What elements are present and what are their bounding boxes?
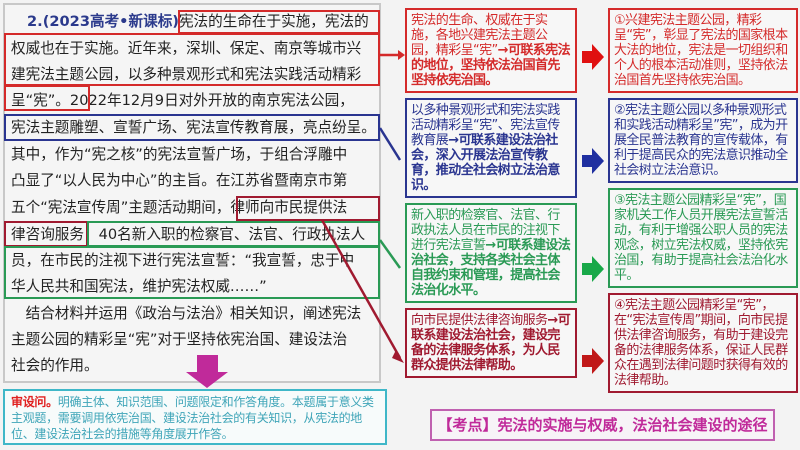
passage-line: 凸显了“以人民为中心”的主旨。在江苏省暨南京市第 xyxy=(11,172,348,189)
right-arrow-icon xyxy=(582,348,604,374)
analysis-bold: →可联系建设法治社会，支持各类社会主体自我约束和管理，提高社会法治化水平。 xyxy=(411,238,571,298)
answer-box-1: ①兴建宪法主题公园，精彩呈“宪”，彰显了宪法的国家根本大法的地位，宪法是一切组织… xyxy=(608,8,798,93)
hint-lead: 审设问。 xyxy=(11,395,58,409)
passage-line: 律咨询服务；40名新入职的检察官、法官、行政执法人 xyxy=(11,226,366,243)
answer-box-2: ②宪法主题公园以多种景观形式和实践活动精彩呈”宪”，成为开展全民普法教育的宣传载… xyxy=(608,98,798,183)
passage-line: 社会的作用。 xyxy=(11,357,99,374)
key-point-box: 【考点】宪法的实施与权威，法治社会建设的途径 xyxy=(430,409,775,441)
analysis-bold: →可联系建设法治社会，建设完备的法律服务体系，为人民群众提供法律帮助。 xyxy=(411,313,571,373)
passage-line: 员，在市民的注视下进行宪法宣誓：“我宣誓，忠于中 xyxy=(11,252,355,269)
analysis-bold: →可联系宪法的地位，坚持依法治国首先坚持依宪治国。 xyxy=(411,43,571,88)
question-number: 2.(2023高考•新课标) xyxy=(27,13,179,30)
question-passage: 2.(2023高考•新课标)宪法的生命在于实施，宪法的 权威也在于实施。近年来，… xyxy=(3,3,381,383)
passage-line: 权威也在于实施。近年来，深圳、保定、南京等城市兴 xyxy=(11,40,362,57)
passage-line: 宪法主题雕塑、宣誓广场、宪法宣传教育展，亮点纷呈。 xyxy=(11,119,376,136)
passage-line: 建宪法主题公园，以多种景观形式和宪法实践活动精彩 xyxy=(11,66,362,83)
analysis-box-3: 新入职的检察官、法官、行政执法人员在市民的注视下进行宪法宣誓→可联系建设法治社会… xyxy=(405,203,577,303)
right-arrow-icon xyxy=(582,44,604,70)
analysis-bold: →可联系建设法治社会，深入开展法治宣传教育，推动全社会树立法治意识。 xyxy=(411,133,560,193)
down-arrow-icon xyxy=(186,355,228,388)
analysis-column: 宪法的生命、权威在于实施，各地兴建宪法主题公园，精彩呈“宪”→可联系宪法的地位，… xyxy=(405,8,577,378)
analysis-text: 新入职的检察官、法官、行政执法人员在市民的注视下进行宪法宣誓 xyxy=(411,208,560,253)
passage-line: 结合材料并运用《政治与法治》相关知识，阐述宪法 xyxy=(11,305,362,322)
passage-line: 呈“宪”。2022年12月9日对外开放的南京宪法公园， xyxy=(11,92,354,109)
passage-line: 华人民共和国宪法，维护宪法权威……” xyxy=(11,278,267,295)
answer-column: ①兴建宪法主题公园，精彩呈“宪”，彰显了宪法的国家根本大法的地位，宪法是一切组织… xyxy=(608,8,798,393)
answer-box-4: ④宪法主题公园精彩呈“宪”，在“宪法宣传周”期间，向市民提供法律咨询服务，有助于… xyxy=(608,293,798,393)
analysis-box-1: 宪法的生命、权威在于实施，各地兴建宪法主题公园，精彩呈“宪”→可联系宪法的地位，… xyxy=(405,8,577,93)
passage-line: 五个“宪法宣传周”主题活动期间，律师向市民提供法 xyxy=(11,199,348,216)
passage-line: 主题公园的精彩呈“宪”对于坚持依宪治国、建设法治 xyxy=(11,331,348,348)
passage-line: 其中，作为“宪之核”的宪法宣誓广场，于组合浮雕中 xyxy=(11,146,348,163)
analysis-text: 向市民提供法律咨询服务 xyxy=(411,313,548,328)
analysis-hint-box: 审设问。明确主体、知识范围、问题限定和作答角度。本题属于意义类主观题，需要调用依… xyxy=(3,389,387,445)
analysis-text: 以多种景观形式和宪法实践活动精彩呈“宪”、宪法宣传教育展 xyxy=(411,103,560,148)
hint-text: 明确主体、知识范围、问题限定和作答角度。本题属于意义类主观题，需要调用依宪治国、… xyxy=(11,395,374,441)
right-arrow-icon xyxy=(582,148,604,174)
passage-text: 宪法的生命在于实施，宪法的 xyxy=(178,13,369,30)
right-arrow-icon xyxy=(582,256,604,282)
analysis-text: 宪法的生命、权威在于实施，各地兴建宪法主题公园，精彩呈“宪” xyxy=(411,13,548,58)
analysis-box-2: 以多种景观形式和宪法实践活动精彩呈“宪”、宪法宣传教育展→可联系建设法治社会，深… xyxy=(405,98,577,198)
analysis-box-4: 向市民提供法律咨询服务→可联系建设法治社会，建设完备的法律服务体系，为人民群众提… xyxy=(405,308,577,378)
passage-line: 2.(2023高考•新课标)宪法的生命在于实施，宪法的 xyxy=(27,11,369,33)
answer-box-3: ③宪法主题公园精彩呈“宪”，国家机关工作人员开展宪法宣誓活动，有利于增强公职人员… xyxy=(608,188,798,288)
